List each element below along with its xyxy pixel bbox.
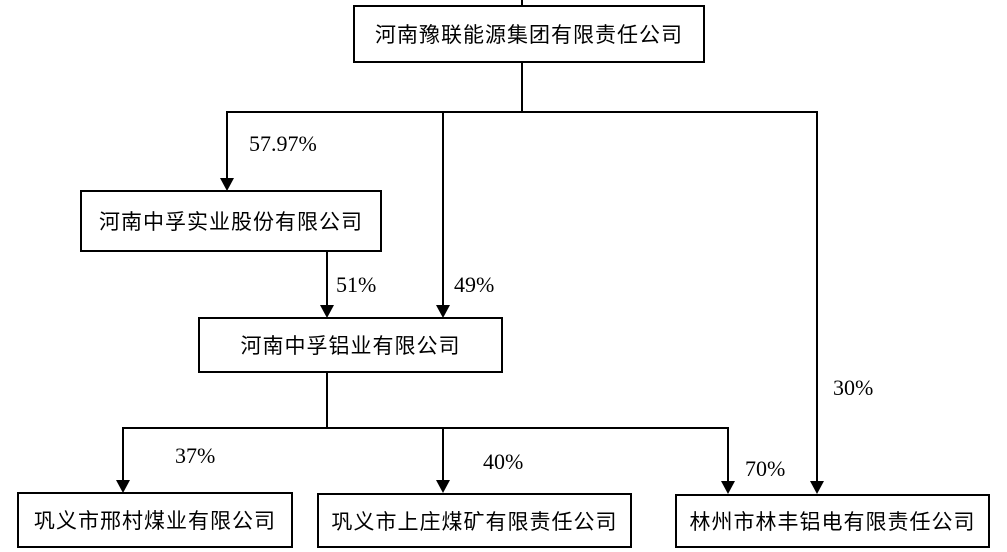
edge-root-industry-line	[226, 111, 228, 179]
top-distribution-line	[226, 111, 818, 113]
edge-label-industry-aluminum: 51%	[336, 272, 377, 297]
edge-aluminum-shangzhuang-line	[442, 427, 444, 481]
arrowhead-into-industry-icon	[220, 178, 234, 191]
arrowhead-into-xingcun-icon	[116, 480, 130, 493]
edge-root-linfeng-line	[816, 111, 818, 482]
edge-label-aluminum-xingcun: 37%	[175, 443, 216, 468]
node-shangzhuang-coal: 巩义市上庄煤矿有限责任公司	[317, 493, 632, 548]
edge-label-aluminum-shangzhuang: 40%	[483, 449, 524, 474]
tick-above-root-line	[521, 0, 523, 5]
aluminum-stem-line	[326, 373, 328, 427]
edge-label-root-aluminum: 49%	[454, 272, 495, 297]
edge-root-aluminum-line	[442, 111, 444, 306]
arrowhead-into-aluminum-right-icon	[436, 305, 450, 318]
arrowhead-into-shangzhuang-icon	[436, 480, 450, 493]
node-linfeng-aluminum: 林州市林丰铝电有限责任公司	[675, 494, 990, 548]
arrowhead-into-linfeng-right-icon	[810, 481, 824, 494]
edge-label-root-industry: 57.97%	[249, 131, 317, 156]
edge-aluminum-xingcun-line	[122, 427, 124, 481]
node-aluminum-company: 河南中孚铝业有限公司	[198, 317, 503, 373]
arrowhead-into-aluminum-left-icon	[320, 305, 334, 318]
node-industry-company: 河南中孚实业股份有限公司	[80, 190, 382, 252]
node-root-company: 河南豫联能源集团有限责任公司	[353, 5, 705, 63]
arrowhead-into-linfeng-left-icon	[721, 481, 735, 494]
root-stem-line	[521, 63, 523, 111]
edge-industry-aluminum-line	[326, 252, 328, 306]
edge-label-aluminum-linfeng: 70%	[745, 456, 786, 481]
edge-label-root-linfeng: 30%	[833, 375, 874, 400]
edge-aluminum-linfeng-line	[727, 427, 729, 482]
lower-distribution-line	[122, 427, 729, 429]
node-xingcun-coal: 巩义市邢村煤业有限公司	[17, 492, 293, 548]
